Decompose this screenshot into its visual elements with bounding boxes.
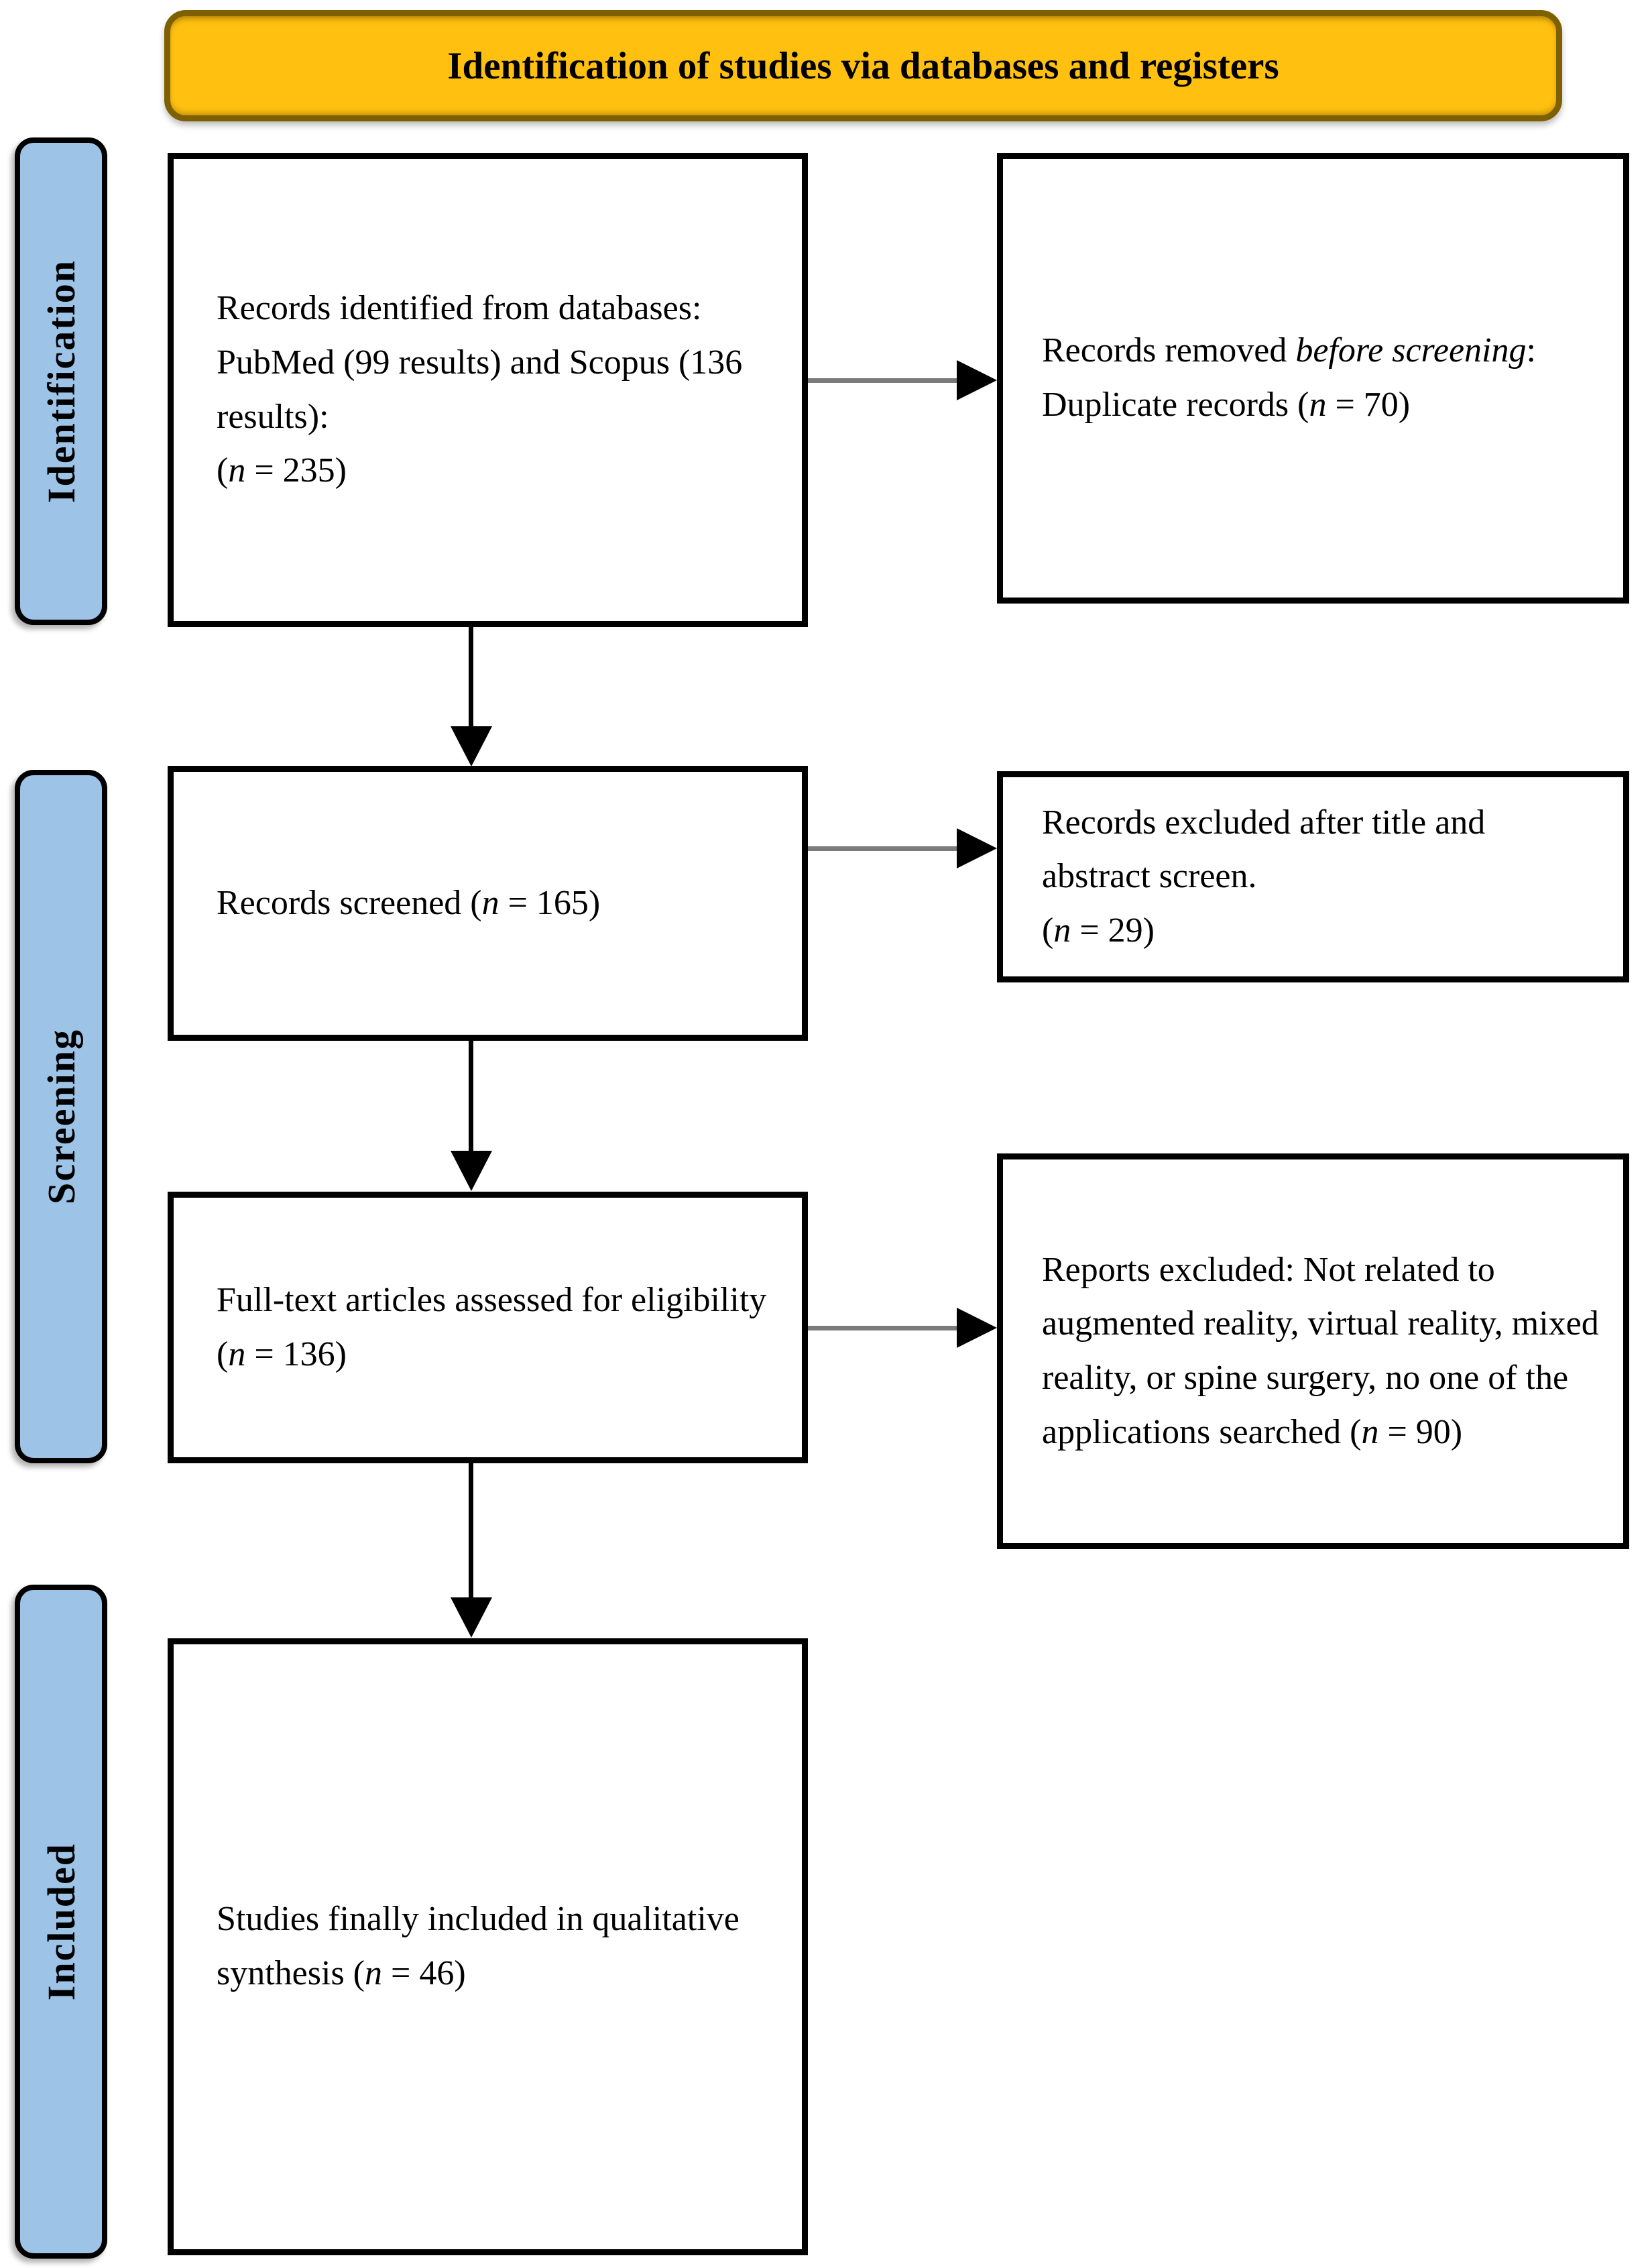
box-fulltext-assessed: Full-text articles assessed for eligibil… [168, 1192, 808, 1463]
box-records-screened: Records screened (n = 165) [168, 766, 808, 1041]
box-fulltext-assessed-text: Full-text articles assessed for eligibil… [217, 1280, 767, 1373]
arrowhead-down-icon [451, 726, 492, 767]
box-studies-included-text: Studies finally included in qualitative … [217, 1900, 740, 1992]
box-records-excluded: Records excluded after title and abstrac… [997, 771, 1629, 982]
sidebar-label-screening: Screening [15, 770, 107, 1463]
arrowhead-right-icon [957, 1308, 997, 1348]
connector-right-2-line [808, 846, 958, 851]
box-records-excluded-text: Records excluded after title and abstrac… [1042, 803, 1486, 950]
connector-right-3-line [808, 1326, 958, 1330]
sidebar-label-identification: Identification [15, 137, 107, 625]
box-reports-excluded-text: Reports excluded: Not related to augment… [1042, 1250, 1599, 1451]
connector-down-3-line [469, 1463, 473, 1599]
box-records-identified-text: Records identified from databases: PubMe… [217, 289, 743, 490]
connector-down-1-line [469, 627, 473, 728]
box-records-removed: Records removed before screening:Duplica… [997, 153, 1629, 604]
arrowhead-down-icon [451, 1151, 492, 1191]
box-records-screened-text: Records screened (n = 165) [217, 883, 601, 922]
connector-down-2-line [469, 1041, 473, 1152]
banner-title-text: Identification of studies via databases … [447, 44, 1279, 87]
arrowhead-down-icon [451, 1597, 492, 1638]
connector-right-1-line [808, 378, 958, 383]
arrowhead-right-icon [957, 360, 997, 400]
sidebar-label-included-text: Included [39, 1842, 83, 2001]
sidebar-label-screening-text: Screening [39, 1029, 83, 1204]
box-records-identified: Records identified from databases: PubMe… [168, 153, 808, 627]
box-records-removed-text: Records removed before screening:Duplica… [1042, 331, 1536, 424]
sidebar-label-identification-text: Identification [39, 259, 83, 504]
arrowhead-right-icon [957, 828, 997, 868]
sidebar-label-included: Included [15, 1585, 107, 2259]
box-studies-included: Studies finally included in qualitative … [168, 1638, 808, 2255]
box-reports-excluded: Reports excluded: Not related to augment… [997, 1153, 1629, 1549]
banner-title: Identification of studies via databases … [164, 10, 1562, 121]
